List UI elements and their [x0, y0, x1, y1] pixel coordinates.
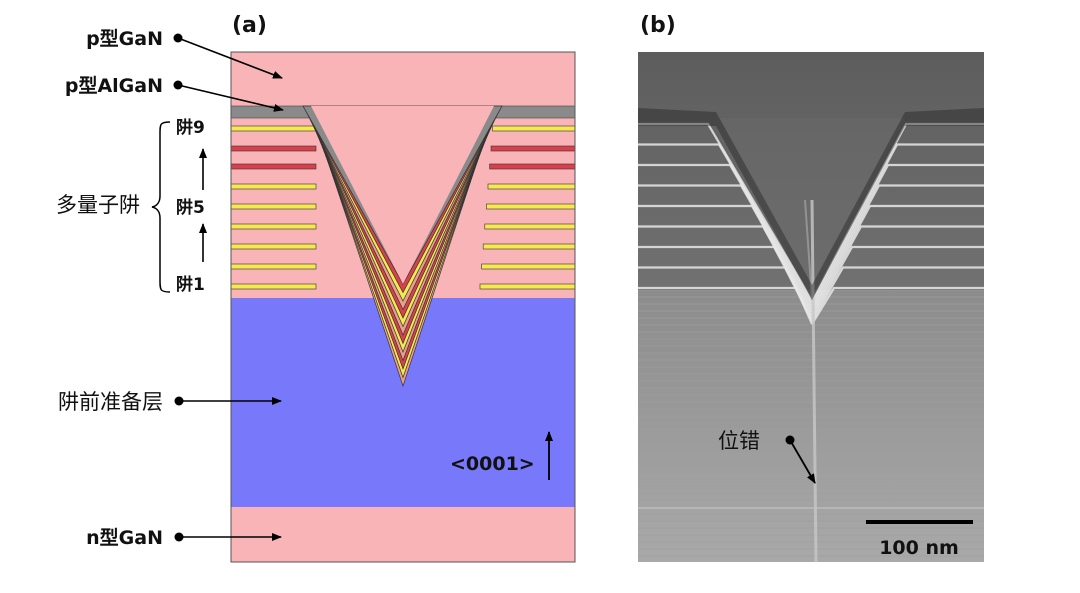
quantum-wells-flat	[231, 125, 575, 290]
p-gan-layer	[231, 52, 575, 106]
tem-well-line-right	[811, 143, 984, 304]
quantum-well-left	[231, 243, 317, 250]
quantum-well-right	[481, 263, 575, 270]
quantum-well-left	[231, 263, 317, 270]
tem-well-line-right	[811, 204, 984, 313]
label-p-algan: p型AlGaN	[65, 74, 163, 97]
panel-a-tag: (a)	[232, 13, 267, 38]
scale-bar-label: 100 nm	[879, 537, 959, 559]
tem-well-line-left	[638, 286, 814, 325]
quantum-well-right	[489, 163, 575, 170]
direction-label: <0001>	[450, 453, 535, 475]
p-algan-layer-right	[493, 105, 575, 119]
quantum-well-left	[231, 163, 317, 170]
dislocation-upper	[804, 199, 813, 301]
quantum-well-left	[231, 223, 317, 230]
tem-well-line-right	[811, 266, 984, 322]
quantum-well-right	[479, 283, 575, 290]
label-well-5: 阱5	[176, 198, 205, 218]
tem-well-line-right	[811, 225, 984, 316]
quantum-well-right	[482, 243, 575, 250]
quantum-well-left	[231, 183, 317, 190]
dislocation-arrow	[789, 439, 816, 484]
tem-well-line-right	[811, 122, 984, 301]
quantum-well-right	[484, 223, 575, 230]
quantum-well-left	[231, 145, 317, 152]
quantum-well-right	[486, 203, 575, 210]
quantum-well-left	[231, 125, 317, 132]
quantum-well-right	[487, 183, 575, 190]
v-pit-fill	[311, 106, 494, 284]
tem-well-line-left	[638, 143, 813, 304]
tem-well-line-right	[811, 245, 984, 319]
tem-well-line-right	[811, 163, 984, 307]
tem-well-line-left	[638, 163, 813, 307]
diagram-border	[230, 51, 576, 563]
tem-well-line-right	[811, 286, 984, 325]
tem-stripes	[638, 290, 984, 562]
label-well-1: 阱1	[176, 275, 205, 295]
tem-well-line-right	[811, 184, 984, 310]
mqw-brace	[151, 121, 171, 293]
label-prewell: 阱前准备层	[58, 390, 163, 414]
quantum-well-right	[490, 145, 575, 152]
quantum-well-right	[492, 125, 575, 132]
n-gan-layer	[231, 507, 575, 562]
quantum-well-left	[231, 283, 317, 290]
label-mqw: 多量子阱	[56, 193, 140, 217]
panel-b-tag: (b)	[640, 13, 676, 38]
pointer-arrow	[177, 37, 283, 79]
tem-well-line-left	[638, 122, 813, 301]
tem-image	[638, 52, 984, 562]
label-p-gan: p型GaN	[86, 27, 163, 50]
tem-well-line-left	[638, 184, 813, 310]
panel-b: (b) 位错 100 nm	[638, 13, 984, 562]
label-n-gan: n型GaN	[86, 526, 163, 549]
tem-well-lines	[638, 122, 984, 325]
panel-a: (a) p型GaN p型AlGaN 多量子阱	[56, 13, 576, 563]
dislocation-line	[810, 199, 818, 562]
structure-diagram	[231, 52, 575, 562]
pointer-arrow	[177, 84, 284, 112]
label-well-9: 阱9	[176, 118, 205, 138]
quantum-well-left	[231, 203, 317, 210]
dislocation-label: 位错	[718, 429, 760, 453]
